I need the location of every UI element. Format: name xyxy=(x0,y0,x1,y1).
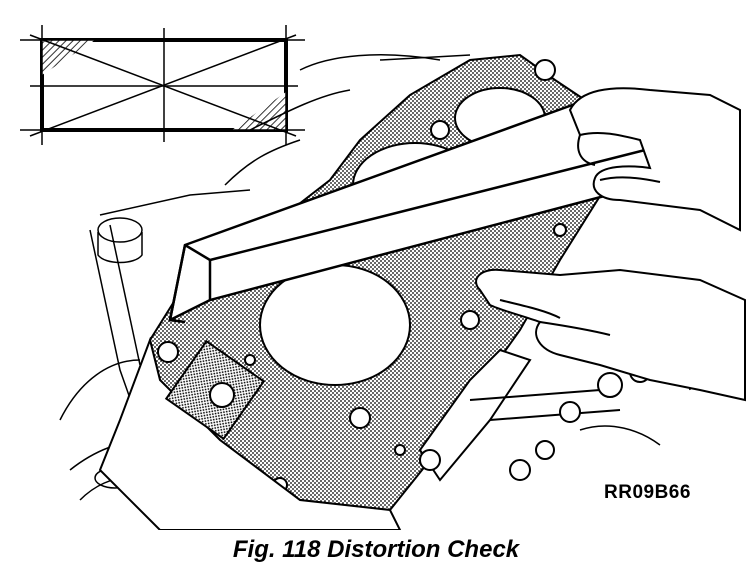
block-deck xyxy=(98,336,402,530)
hand-lower xyxy=(475,268,746,402)
feeler-gauge xyxy=(418,348,651,482)
hand-upper xyxy=(568,87,741,232)
illustration-distortion-check xyxy=(20,25,746,530)
figure-caption: Fig. 118 Distortion Check xyxy=(232,536,520,563)
figure-code-label: RR09B66 xyxy=(604,482,691,503)
inset-measurement-diagram xyxy=(20,25,305,145)
